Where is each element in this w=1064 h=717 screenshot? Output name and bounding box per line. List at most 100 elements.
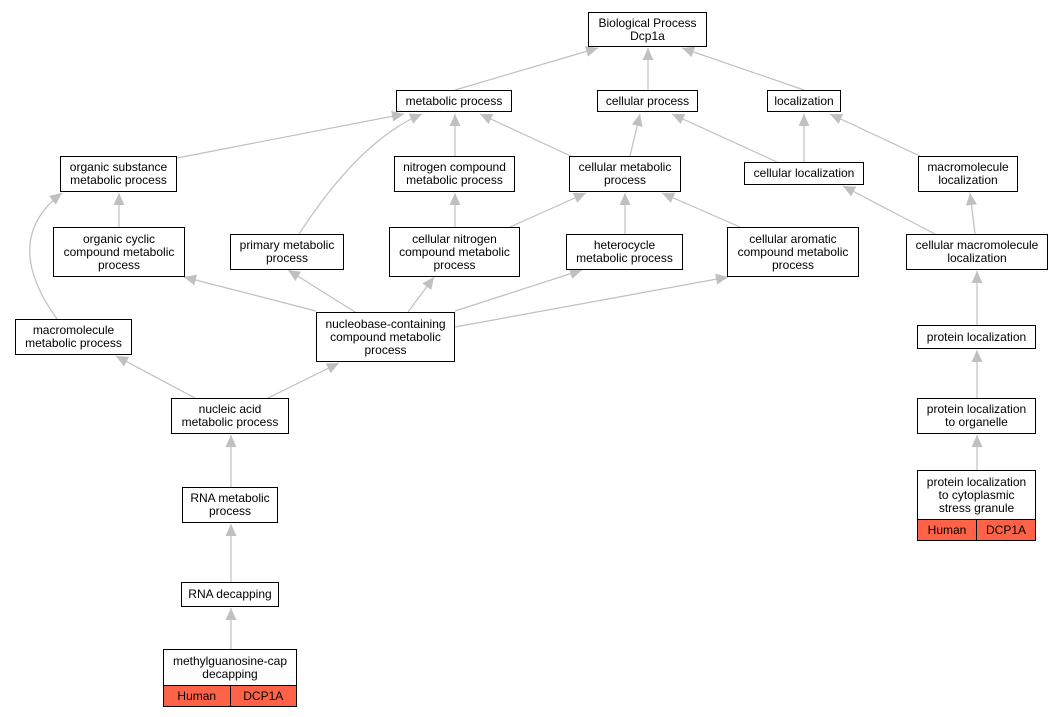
edge-nucleobase-to-cellular-nitrogen [407,276,435,313]
edge-macromolecule-localization-to-localization [829,113,921,157]
edge-rna-decapping-to-rna-metabolic [225,524,237,582]
node-nitrogen-compound-metabolic-process[interactable]: nitrogen compound metabolic process [394,156,515,192]
edge-line [287,269,356,313]
edge-arrowhead [449,193,461,205]
edge-arrowhead [568,268,582,279]
edge-nucleobase-to-heterocycle [454,268,583,312]
edge-arrowhead [225,524,237,536]
edge-cellular-macromolecule-localization-to-macromolecule-localization [965,192,977,235]
edge-arrowhead [642,48,654,60]
edge-line [29,192,63,320]
edge-arrowhead [325,363,339,374]
edge-organic-substance-to-metabolic [176,110,405,159]
edge-arrowhead [631,114,643,127]
edge-line [671,113,778,163]
edge-arrowhead [449,114,461,126]
edge-line [183,276,317,312]
edge-arrowhead [49,193,62,205]
edge-line [509,192,587,228]
edge-line [454,276,729,328]
edge-cellular-macromolecule-localization-to-cellular-localization [842,185,936,235]
species-badge: Human [918,520,976,540]
node-cellular-aromatic-compound-metabolic-process[interactable]: cellular aromatic compound metabolic pro… [727,227,859,277]
node-organic-substance-metabolic-process[interactable]: organic substance metabolic process [60,156,177,192]
node-biological-process-root[interactable]: Biological Process Dcp1a [588,12,707,47]
edge-heterocycle-to-cellular-metabolic [619,193,631,234]
node-heterocycle-metabolic-process[interactable]: heterocycle metabolic process [566,234,683,270]
edge-cellular-localization-to-cellular [671,113,778,163]
node-localization[interactable]: localization [767,90,841,112]
edge-nucleobase-to-organic-cyclic [183,274,317,312]
gene-badge: DCP1A [229,686,296,706]
edge-line [842,185,936,235]
node-cellular-nitrogen-compound-metabolic-process[interactable]: cellular nitrogen compound metabolic pro… [389,227,520,277]
edge-nucleobase-to-cellular-aromatic [454,273,729,328]
edge-cellular-to-bp [642,48,654,90]
edge-metabolic-to-bp [454,46,599,91]
edge-line [267,362,340,399]
species-badge: Human [164,686,230,706]
edge-cellular-nitrogen-to-cellular-metabolic [509,192,587,228]
edge-rna-metabolic-to-nucleic-acid [225,435,237,487]
edge-line [681,47,805,91]
node-nucleic-acid-metabolic-process[interactable]: nucleic acid metabolic process [171,398,289,434]
edge-arrowhead [798,114,810,126]
gene-badge: DCP1A [976,520,1035,540]
node-organic-cyclic-compound-metabolic-process[interactable]: organic cyclic compound metabolic proces… [53,227,185,277]
edge-arrowhead [971,271,983,283]
edge-cellular-aromatic-to-cellular-metabolic [661,192,741,228]
cap-decapping-annotation-row: Human DCP1A [164,685,296,706]
edge-nucleic-acid-to-macromolecule-metabolic [115,355,196,399]
edge-arrowhead [480,114,494,125]
edge-arrowhead [288,270,302,282]
edge-arrowhead [715,273,728,285]
node-cellular-process[interactable]: cellular process [597,90,698,112]
node-metabolic-process[interactable]: metabolic process [396,90,512,112]
node-protein-localization-to-organelle[interactable]: protein localization to organelle [917,398,1036,434]
edge-line [298,113,423,235]
node-cellular-macromolecule-localization[interactable]: cellular macromolecule localization [906,234,1048,270]
edge-cellular-nitrogen-to-nitrogen-compound [449,193,461,227]
node-cellular-metabolic-process[interactable]: cellular metabolic process [569,156,681,192]
edge-arrowhead [662,192,676,203]
node-primary-metabolic-process[interactable]: primary metabolic process [230,234,344,270]
edge-cellular-localization-to-localization [798,114,810,162]
edge-line [115,355,196,399]
edge-line [479,113,576,159]
edge-line [829,113,921,157]
edge-arrowhead [225,608,237,620]
node-methylguanosine-cap-decapping[interactable]: methylguanosine-cap decapping Human DCP1… [163,649,297,707]
edge-arrowhead [225,435,237,447]
stress-granule-annotation-row: Human DCP1A [918,519,1035,540]
edge-arrowhead [682,46,696,58]
node-protein-localization-to-cytoplasmic-stress-granule[interactable]: protein localization to cytoplasmic stre… [917,470,1036,541]
edge-arrowhead [116,356,130,367]
node-rna-decapping[interactable]: RNA decapping [181,582,279,607]
edge-line [661,192,741,228]
edge-line [454,269,583,312]
node-macromolecule-metabolic-process[interactable]: macromolecule metabolic process [15,319,132,355]
edge-arrowhead [572,192,586,203]
edge-arrowhead [830,114,844,125]
edge-nucleobase-to-primary-metabolic [287,269,356,313]
edge-arrowhead [965,193,977,206]
node-nucleobase-containing-compound-metabolic-process[interactable]: nucleobase-containing compound metabolic… [316,312,455,362]
edge-arrowhead [391,110,404,122]
stress-granule-label: protein localization to cytoplasmic stre… [926,475,1027,515]
node-rna-metabolic-process[interactable]: RNA metabolic process [182,487,278,523]
edge-cap-decapping-to-rna-decapping [225,608,237,649]
edge-cellular-metabolic-to-cellular [629,113,643,157]
edge-arrowhead [971,350,983,362]
edge-macromolecule-metabolic-to-organic-substance [29,192,63,320]
edge-protein-localization-to-cellular-macromolecule-localization [971,271,983,325]
edge-nucleic-acid-to-nucleobase [267,362,340,399]
node-cellular-localization[interactable]: cellular localization [744,162,864,185]
edge-arrowhead [408,113,422,124]
node-protein-localization[interactable]: protein localization [917,325,1036,349]
node-macromolecule-localization[interactable]: macromolecule localization [918,156,1018,192]
edge-line [454,47,599,91]
edge-arrowhead [971,435,983,447]
edge-organic-cyclic-to-organic-substance [113,193,125,227]
